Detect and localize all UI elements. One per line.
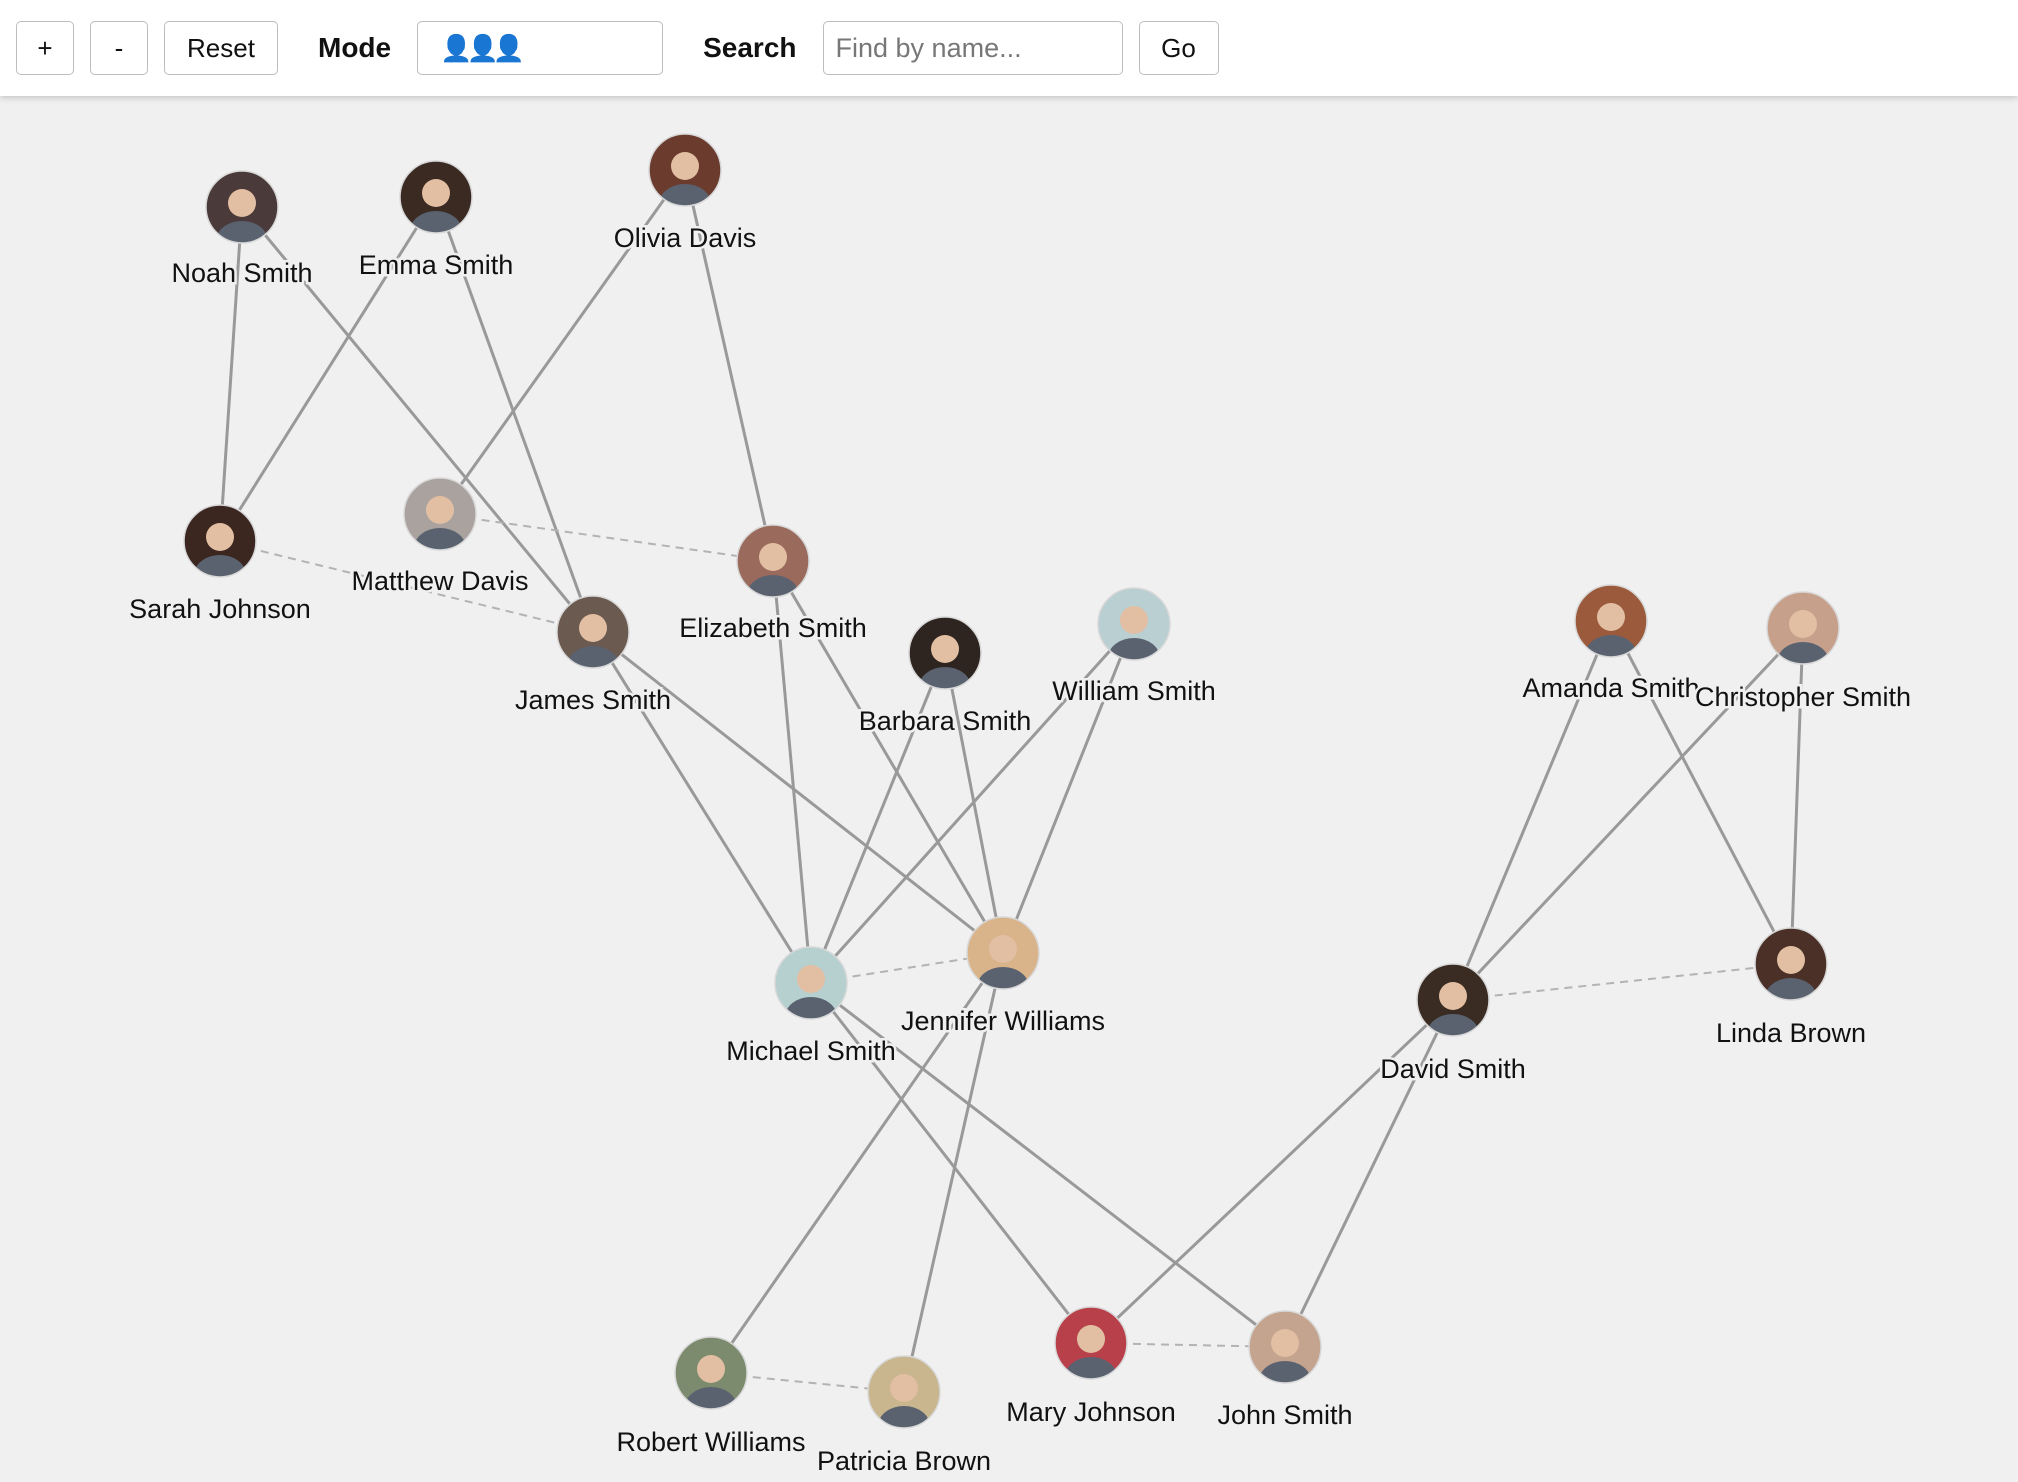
node-label: Robert Williams xyxy=(616,1427,805,1457)
edge-amanda-linda xyxy=(1609,620,1793,965)
node-michael[interactable]: Michael Smith xyxy=(724,946,898,1069)
person-icon xyxy=(977,935,1029,989)
person-icon xyxy=(1259,1329,1311,1383)
node-label: Michael Smith xyxy=(726,1036,896,1066)
node-patricia[interactable]: Patricia Brown xyxy=(814,1355,994,1479)
node-label: John Smith xyxy=(1217,1400,1352,1430)
go-button[interactable]: Go xyxy=(1138,21,1219,75)
person-icon xyxy=(194,523,246,577)
person-icon xyxy=(414,496,466,550)
node-noah[interactable]: Noah Smith xyxy=(169,170,315,291)
edge-olivia-matthew xyxy=(438,169,687,515)
node-label: Matthew Davis xyxy=(351,566,528,596)
edge-elizabeth-jennifer xyxy=(771,560,1005,954)
node-label: James Smith xyxy=(515,685,671,715)
edge-david-linda xyxy=(1452,963,1792,1001)
zoom-in-button[interactable]: + xyxy=(16,21,74,75)
edge-matthew-elizabeth xyxy=(439,513,774,562)
edge-michael-john xyxy=(810,981,1286,1349)
edge-jennifer-robert xyxy=(709,952,1005,1374)
node-elizabeth[interactable]: Elizabeth Smith xyxy=(677,524,869,646)
person-icon xyxy=(659,152,711,206)
edge-amanda-david xyxy=(1451,620,1613,1001)
person-icon xyxy=(567,614,619,668)
edge-james-michael xyxy=(591,631,813,984)
node-matthew[interactable]: Matthew Davis xyxy=(349,477,531,599)
node-james[interactable]: James Smith xyxy=(512,595,674,718)
person-icon xyxy=(919,635,971,689)
search-label: Search xyxy=(703,32,797,63)
edges-layer xyxy=(218,169,1805,1393)
edge-michael-mary xyxy=(809,982,1093,1344)
node-label: Noah Smith xyxy=(171,258,312,288)
node-emma[interactable]: Emma Smith xyxy=(356,160,516,283)
node-william[interactable]: William Smith xyxy=(1050,587,1218,709)
person-icon xyxy=(1585,603,1637,657)
person-icon xyxy=(747,543,799,597)
mode-select[interactable]: 👤👤👤 xyxy=(417,21,664,75)
toolbar: + - Reset Mode 👤👤👤 Search Go xyxy=(0,0,2018,96)
person-icon xyxy=(1777,610,1829,664)
node-label: Linda Brown xyxy=(1716,1018,1866,1048)
node-john[interactable]: John Smith xyxy=(1215,1310,1355,1433)
node-label: Amanda Smith xyxy=(1522,673,1699,703)
node-christopher[interactable]: Christopher Smith xyxy=(1692,591,1914,715)
node-label: Emma Smith xyxy=(359,250,514,280)
node-jennifer[interactable]: Jennifer Williams xyxy=(898,916,1108,1039)
edge-noah-james xyxy=(240,206,595,633)
node-label: Sarah Johnson xyxy=(129,594,311,624)
node-david[interactable]: David Smith xyxy=(1378,963,1528,1087)
node-barbara[interactable]: Barbara Smith xyxy=(856,616,1034,739)
mode-label: Mode xyxy=(318,32,392,63)
zoom-out-button[interactable]: - xyxy=(90,21,148,75)
edge-william-jennifer xyxy=(1001,623,1136,954)
edge-barbara-michael xyxy=(809,652,947,984)
edge-christopher-linda xyxy=(1789,627,1805,965)
edge-david-mary xyxy=(1089,998,1455,1345)
person-icon xyxy=(1765,946,1817,1000)
edge-sarah-james xyxy=(219,540,594,633)
edge-elizabeth-michael xyxy=(771,560,813,984)
node-label: Mary Johnson xyxy=(1006,1397,1176,1427)
node-amanda[interactable]: Amanda Smith xyxy=(1520,584,1702,706)
person-icon xyxy=(1108,606,1160,660)
node-linda[interactable]: Linda Brown xyxy=(1713,927,1869,1051)
reset-button[interactable]: Reset xyxy=(164,21,278,75)
search-input[interactable] xyxy=(822,21,1123,75)
node-label: Patricia Brown xyxy=(817,1446,991,1476)
node-olivia[interactable]: Olivia Davis xyxy=(611,133,759,256)
node-label: Jennifer Williams xyxy=(901,1006,1105,1036)
person-icon xyxy=(410,179,462,233)
people-group-icon: 👤👤👤 xyxy=(440,32,525,63)
node-label: Olivia Davis xyxy=(614,223,757,253)
edge-jennifer-patricia xyxy=(902,952,1005,1393)
edge-william-michael xyxy=(809,622,1136,985)
person-icon xyxy=(878,1374,930,1428)
node-robert[interactable]: Robert Williams xyxy=(614,1336,808,1460)
person-icon xyxy=(685,1355,737,1409)
edge-emma-sarah xyxy=(218,196,438,542)
edge-emma-james xyxy=(434,196,595,633)
node-mary[interactable]: Mary Johnson xyxy=(1004,1306,1178,1430)
edge-christopher-david xyxy=(1451,626,1805,1002)
person-icon xyxy=(1427,982,1479,1036)
person-icon xyxy=(216,189,268,243)
node-label: Barbara Smith xyxy=(859,706,1032,736)
node-label: David Smith xyxy=(1380,1054,1526,1084)
node-label: Elizabeth Smith xyxy=(679,613,867,643)
node-sarah[interactable]: Sarah Johnson xyxy=(127,504,313,627)
person-icon xyxy=(1065,1325,1117,1379)
edge-james-jennifer xyxy=(592,630,1004,955)
person-icon xyxy=(785,965,837,1019)
edge-noah-sarah xyxy=(218,206,244,542)
node-label: William Smith xyxy=(1052,676,1216,706)
node-label: Christopher Smith xyxy=(1695,682,1911,712)
edge-olivia-elizabeth xyxy=(683,169,775,562)
edge-david-john xyxy=(1283,999,1455,1348)
